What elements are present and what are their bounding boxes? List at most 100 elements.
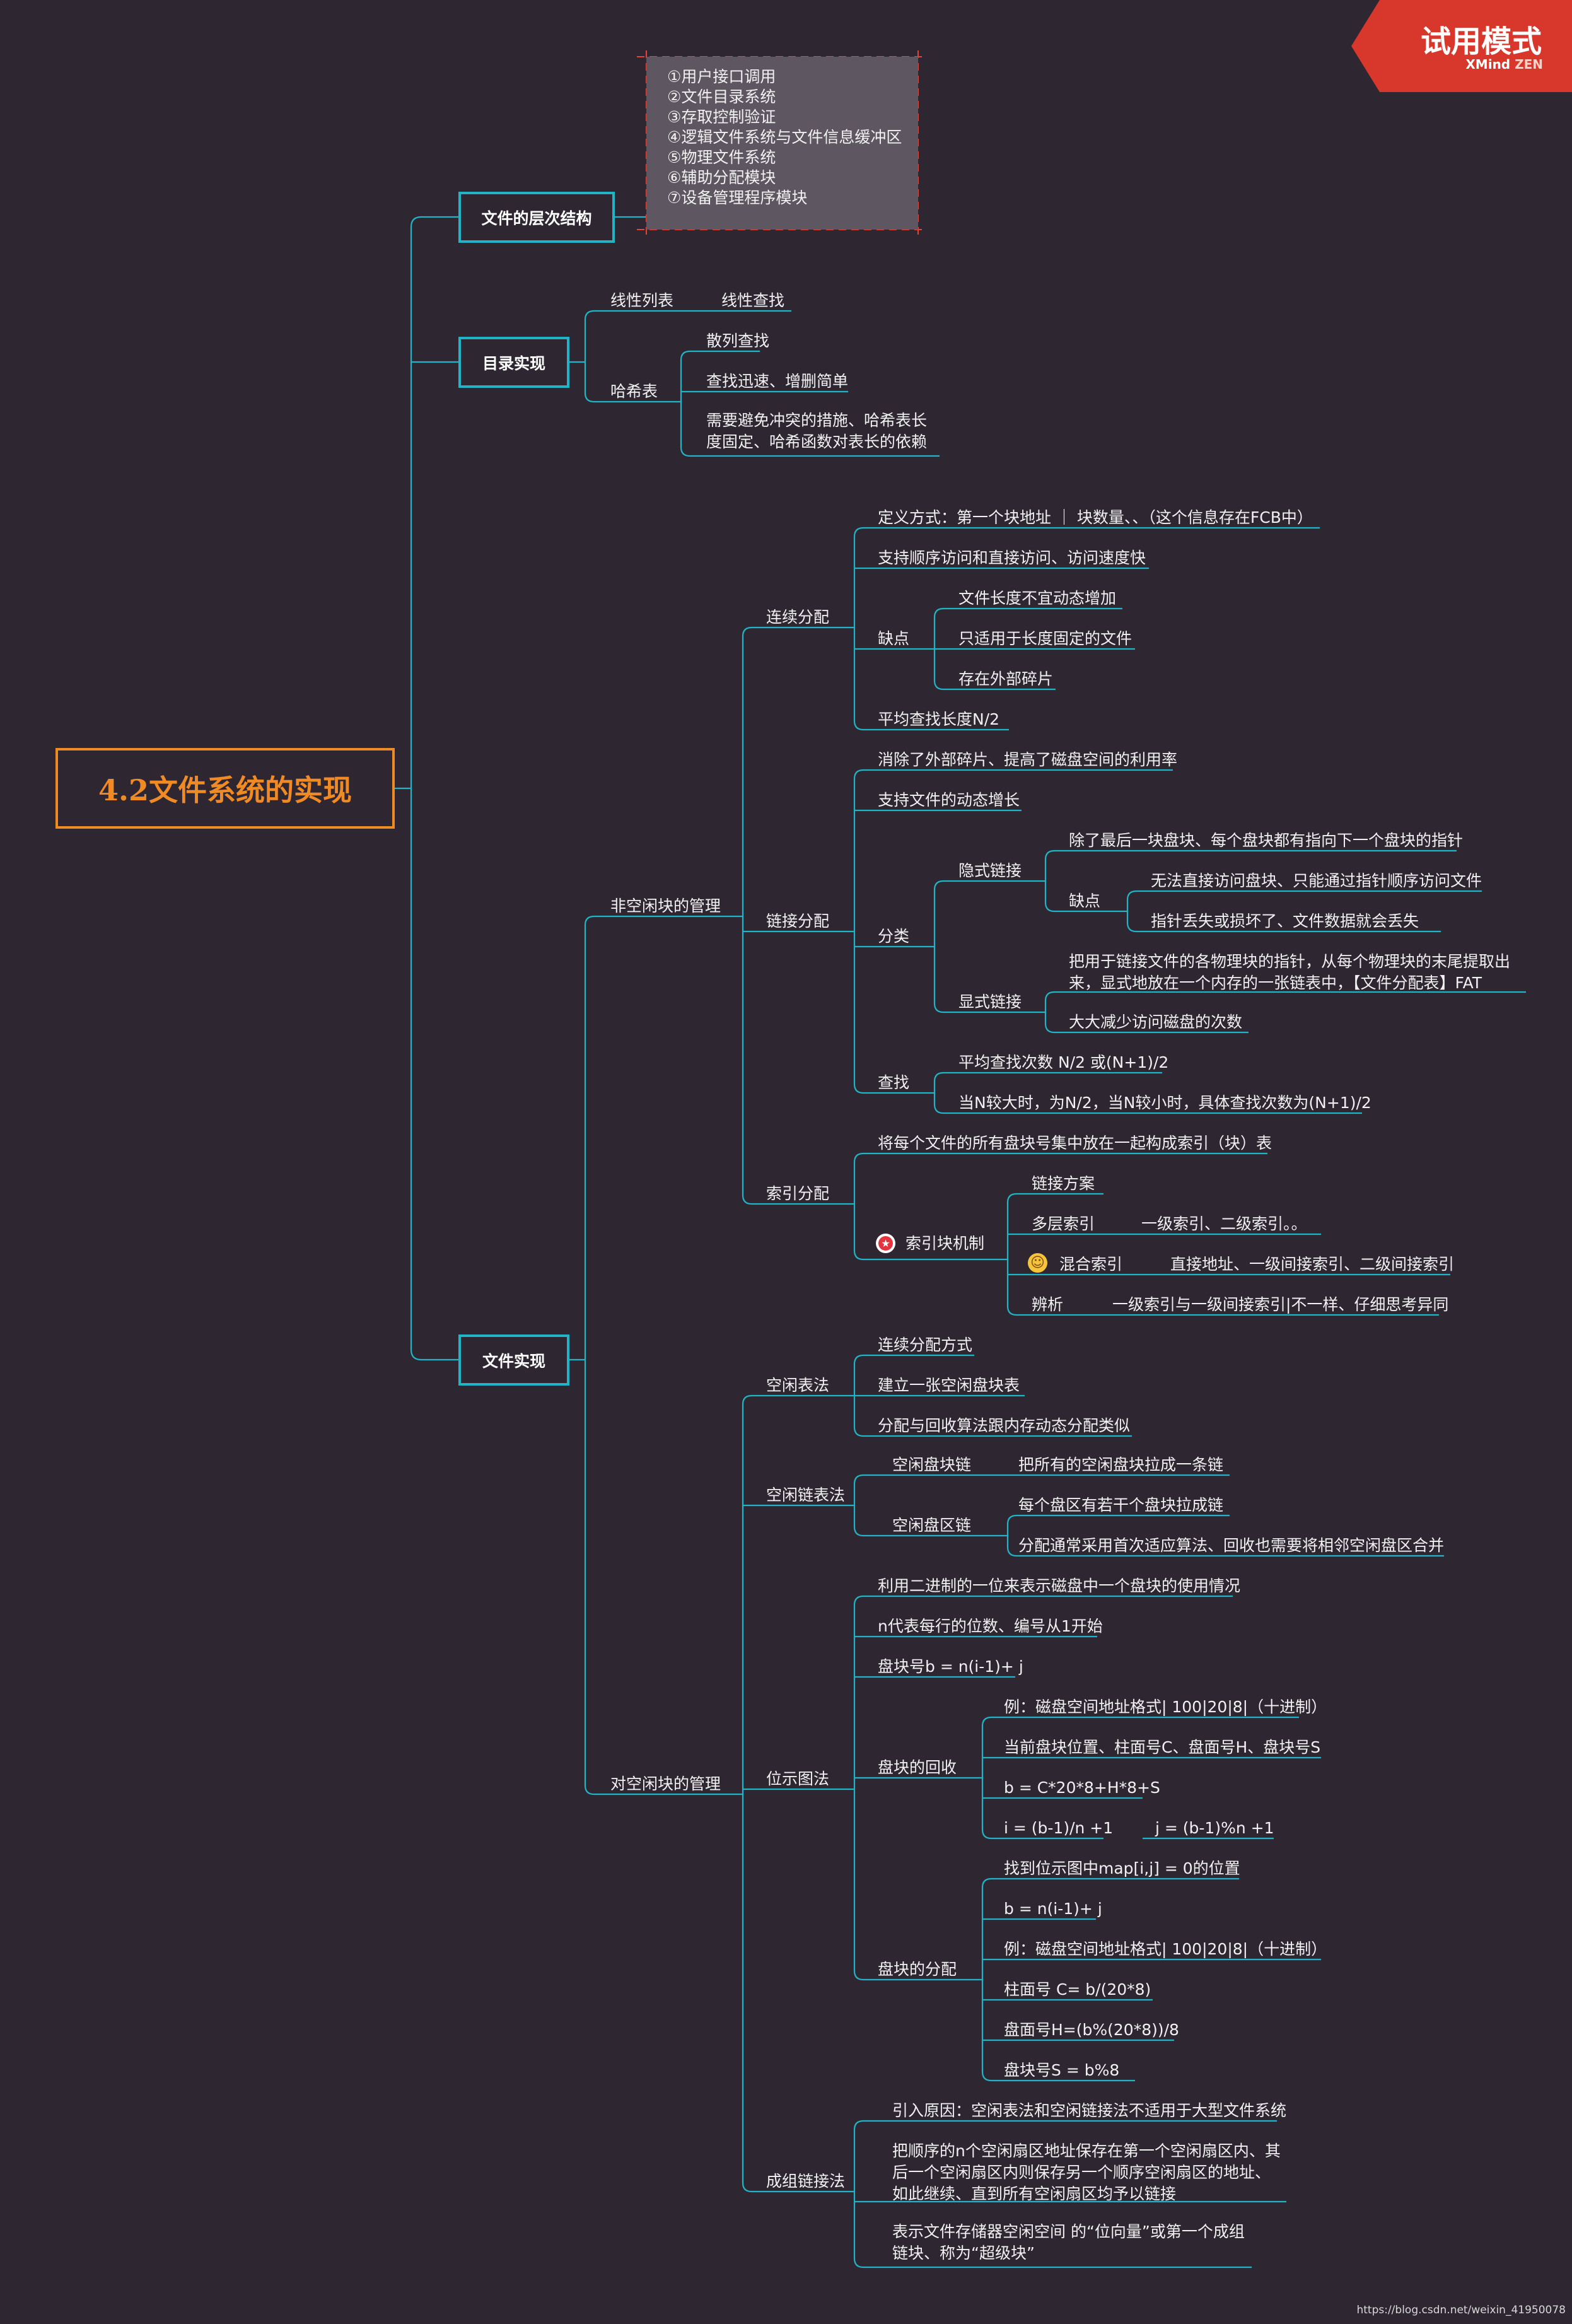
connector-segment bbox=[853, 1474, 864, 1537]
topic-alloc-item[interactable]: 盘面号H=(b%(20*8))/8 bbox=[1004, 2021, 1179, 2039]
topic-block-chain[interactable]: 空闲盘块链 bbox=[892, 1456, 972, 1474]
topic-recycle-j[interactable]: j = (b-1)%n +1 bbox=[1155, 1819, 1274, 1837]
topic-contiguous[interactable]: 连续分配 bbox=[766, 608, 830, 626]
topic-group-item[interactable]: 引入原因：空闲表法和空闲链接法不适用于大型文件系统 bbox=[892, 2101, 1287, 2120]
topic-linked[interactable]: 链接分配 bbox=[766, 912, 830, 930]
note-item: ①用户接口调用 bbox=[667, 67, 776, 86]
topic-linear-list[interactable]: 线性列表 bbox=[610, 291, 674, 310]
topic-linear-search[interactable]: 线性查找 bbox=[721, 291, 785, 310]
topic-hash-item[interactable]: 查找迅速、增删简单 bbox=[706, 372, 849, 390]
topic-analyze[interactable]: 辨析 bbox=[1032, 1295, 1064, 1314]
topic-alloc-item[interactable]: 盘块号S = b%8 bbox=[1004, 2061, 1120, 2079]
smiley-icon: ☺ bbox=[1028, 1253, 1047, 1273]
topic-contiguous-avg[interactable]: 平均查找长度N/2 bbox=[878, 710, 1000, 728]
connector-segment bbox=[569, 915, 595, 1796]
topic-recycle-item[interactable]: b = C*20*8+H*8+S bbox=[1004, 1778, 1160, 1797]
connector-segment bbox=[741, 1394, 752, 2193]
topic-recycle-item[interactable]: 当前盘块位置、柱面号C、盘面号H、盘块号S bbox=[1004, 1738, 1321, 1756]
topic-free-table-item[interactable]: 建立一张空闲盘块表 bbox=[878, 1376, 1020, 1394]
topic-search-item[interactable]: 当N较大时，为N/2，当N较小时，具体查找次数为(N+1)/2 bbox=[958, 1094, 1371, 1112]
topic-zone-item[interactable]: 分配通常采用首次适应算法、回收也需要将相邻空闲盘区合并 bbox=[1018, 1536, 1445, 1555]
connector-segment bbox=[1126, 890, 1137, 933]
topic-group-item[interactable]: 表示文件存储器空闲空间 的“位向量”或第一个成组链块、称为“超级块” bbox=[892, 2222, 1245, 2262]
topic-analyze-desc[interactable]: 一级索引与一级间接索引|不一样、仔细思考异同 bbox=[1112, 1295, 1449, 1314]
topic-cons-item[interactable]: 文件长度不宜动态增加 bbox=[958, 589, 1117, 607]
topic-zone-item[interactable]: 每个盘区有若干个盘块拉成链 bbox=[1018, 1496, 1224, 1514]
topic-hash-item[interactable]: 散列查找 bbox=[706, 332, 770, 350]
topic-free-list[interactable]: 空闲链表法 bbox=[766, 1486, 846, 1504]
topic-recycle-i[interactable]: i = (b-1)/n +1 bbox=[1004, 1819, 1114, 1837]
connector-segment bbox=[1006, 1514, 1017, 1557]
topic-contiguous-access[interactable]: 支持顺序访问和直接访问、访问速度快 bbox=[878, 549, 1146, 567]
topic-mixed-index-desc[interactable]: 直接地址、一级间接索引、二级间接索引 bbox=[1170, 1255, 1455, 1273]
topic-block-chain-desc[interactable]: 把所有的空闲盘块拉成一条链 bbox=[1018, 1456, 1224, 1474]
topic-implicit-link[interactable]: 隐式链接 bbox=[958, 861, 1022, 880]
watermark-brand-name: XMind bbox=[1465, 57, 1511, 72]
connector-segment bbox=[395, 216, 422, 1361]
topic-link-scheme[interactable]: 链接方案 bbox=[1032, 1174, 1095, 1193]
topic-linked-pro[interactable]: 消除了外部碎片、提高了磁盘空间的利用率 bbox=[878, 750, 1178, 769]
topic-bitmap-item[interactable]: 利用二进制的一位来表示磁盘中一个盘块的使用情况 bbox=[878, 1577, 1241, 1595]
note-item: ⑥辅助分配模块 bbox=[667, 168, 776, 187]
connector-segment bbox=[741, 626, 752, 1205]
topic-linked-pro[interactable]: 支持文件的动态增长 bbox=[878, 791, 1020, 809]
topic-group-item[interactable]: 把顺序的n个空闲扇区地址保存在第一个空闲扇区内、其后一个空闲扇区内则保存另一个顺… bbox=[892, 2142, 1281, 2203]
connector-segment bbox=[853, 2120, 864, 2269]
topic-bitmap-item[interactable]: n代表每行的位数、编号从1开始 bbox=[878, 1617, 1103, 1635]
topic-implicit-cons-item[interactable]: 无法直接访问盘块、只能通过指针顺序访问文件 bbox=[1151, 872, 1482, 890]
topic-explicit-desc[interactable]: 把用于链接文件的各物理块的指针，从每个物理块的末尾提取出来，显式地放在一个内存的… bbox=[1069, 952, 1511, 992]
topic-alloc-item[interactable]: 柱面号 C= b/(20*8) bbox=[1004, 1980, 1151, 1999]
topic-group-link[interactable]: 成组链接法 bbox=[766, 2172, 846, 2190]
topic-implicit-cons[interactable]: 缺点 bbox=[1069, 892, 1101, 910]
root-topic[interactable]: 4.2文件系统的实现 bbox=[55, 748, 395, 829]
topic-free[interactable]: 对空闲块的管理 bbox=[610, 1775, 721, 1793]
branch-file-impl[interactable]: 文件实现 bbox=[458, 1334, 569, 1386]
topic-zone-chain[interactable]: 空闲盘区链 bbox=[892, 1516, 972, 1534]
note-item: ⑤物理文件系统 bbox=[667, 148, 776, 166]
layers-note-list: ①用户接口调用 ②文件目录系统 ③存取控制验证 ④逻辑文件系统与文件信息缓冲区 … bbox=[667, 67, 902, 208]
note-item: ④逻辑文件系统与文件信息缓冲区 bbox=[667, 128, 902, 146]
connector-segment bbox=[569, 310, 595, 403]
topic-free-table[interactable]: 空闲表法 bbox=[766, 1376, 830, 1394]
topic-alloc-item[interactable]: b = n(i-1)+ j bbox=[1004, 1900, 1102, 1918]
branch-directory-impl[interactable]: 目录实现 bbox=[458, 337, 569, 388]
topic-search-item[interactable]: 平均查找次数 N/2 或(N+1)/2 bbox=[958, 1053, 1169, 1071]
topic-alloc-item[interactable]: 找到位示图中map[i,j] = 0的位置 bbox=[1004, 1859, 1240, 1877]
topic-nonfree[interactable]: 非空闲块的管理 bbox=[610, 897, 721, 915]
connector-segment bbox=[853, 1152, 864, 1261]
topic-explicit-benefit[interactable]: 大大减少访问磁盘的次数 bbox=[1069, 1013, 1243, 1031]
topic-cons-item[interactable]: 只适用于长度固定的文件 bbox=[958, 629, 1132, 648]
topic-index-mechanism[interactable]: 索引块机制 bbox=[905, 1234, 985, 1253]
topic-hash-item[interactable]: 需要避免冲突的措施、哈希表长度固定、哈希函数对表长的依赖 bbox=[706, 411, 928, 451]
topic-implicit-desc[interactable]: 除了最后一块盘块、每个盘块都有指向下一个盘块的指针 bbox=[1069, 831, 1464, 850]
connector-segment bbox=[853, 1354, 864, 1437]
connector-segment bbox=[933, 880, 944, 1013]
topic-recycle-item[interactable]: 例：磁盘空间地址格式| 100|20|8|（十进制） bbox=[1004, 1698, 1327, 1716]
topic-indexed-desc[interactable]: 将每个文件的所有盘块号集中放在一起构成索引（块）表 bbox=[878, 1134, 1272, 1152]
topic-bitmap-item[interactable]: 盘块号b = n(i-1)+ j bbox=[878, 1657, 1023, 1676]
topic-explicit-link[interactable]: 显式链接 bbox=[958, 993, 1022, 1011]
topic-multi-index-desc[interactable]: 一级索引、二级索引。。 bbox=[1141, 1215, 1307, 1233]
topic-free-table-item[interactable]: 连续分配方式 bbox=[878, 1336, 973, 1354]
topic-block-recycle[interactable]: 盘块的回收 bbox=[878, 1758, 957, 1777]
topic-bitmap[interactable]: 位示图法 bbox=[766, 1770, 830, 1788]
topic-indexed[interactable]: 索引分配 bbox=[766, 1184, 830, 1203]
topic-implicit-cons-item[interactable]: 指针丢失或损坏了、文件数据就会丢失 bbox=[1151, 912, 1419, 930]
topic-contiguous-define[interactable]: 定义方式：第一个块地址 ｜ 块数量、、（这个信息存在FCB中） bbox=[878, 508, 1313, 527]
topic-linked-search[interactable]: 查找 bbox=[878, 1073, 910, 1092]
topic-multi-index[interactable]: 多层索引 bbox=[1032, 1215, 1095, 1233]
topic-alloc-item[interactable]: 例：磁盘空间地址格式| 100|20|8|（十进制） bbox=[1004, 1940, 1327, 1958]
topic-cons-item[interactable]: 存在外部碎片 bbox=[958, 670, 1054, 688]
topic-hash-table[interactable]: 哈希表 bbox=[610, 382, 658, 400]
topic-linked-classify[interactable]: 分类 bbox=[878, 927, 910, 945]
connector-segment bbox=[981, 1877, 992, 2082]
topic-free-table-item[interactable]: 分配与回收算法跟内存动态分配类似 bbox=[878, 1416, 1131, 1435]
branch-file-layers[interactable]: 文件的层次结构 bbox=[458, 192, 615, 243]
note-item: ⑦设备管理程序模块 bbox=[667, 189, 808, 207]
connector-segment bbox=[933, 1071, 944, 1114]
topic-contiguous-cons[interactable]: 缺点 bbox=[878, 629, 910, 648]
topic-mixed-index[interactable]: 混合索引 bbox=[1059, 1255, 1123, 1273]
connector-segment bbox=[981, 1716, 992, 1840]
topic-block-alloc[interactable]: 盘块的分配 bbox=[878, 1960, 957, 1978]
